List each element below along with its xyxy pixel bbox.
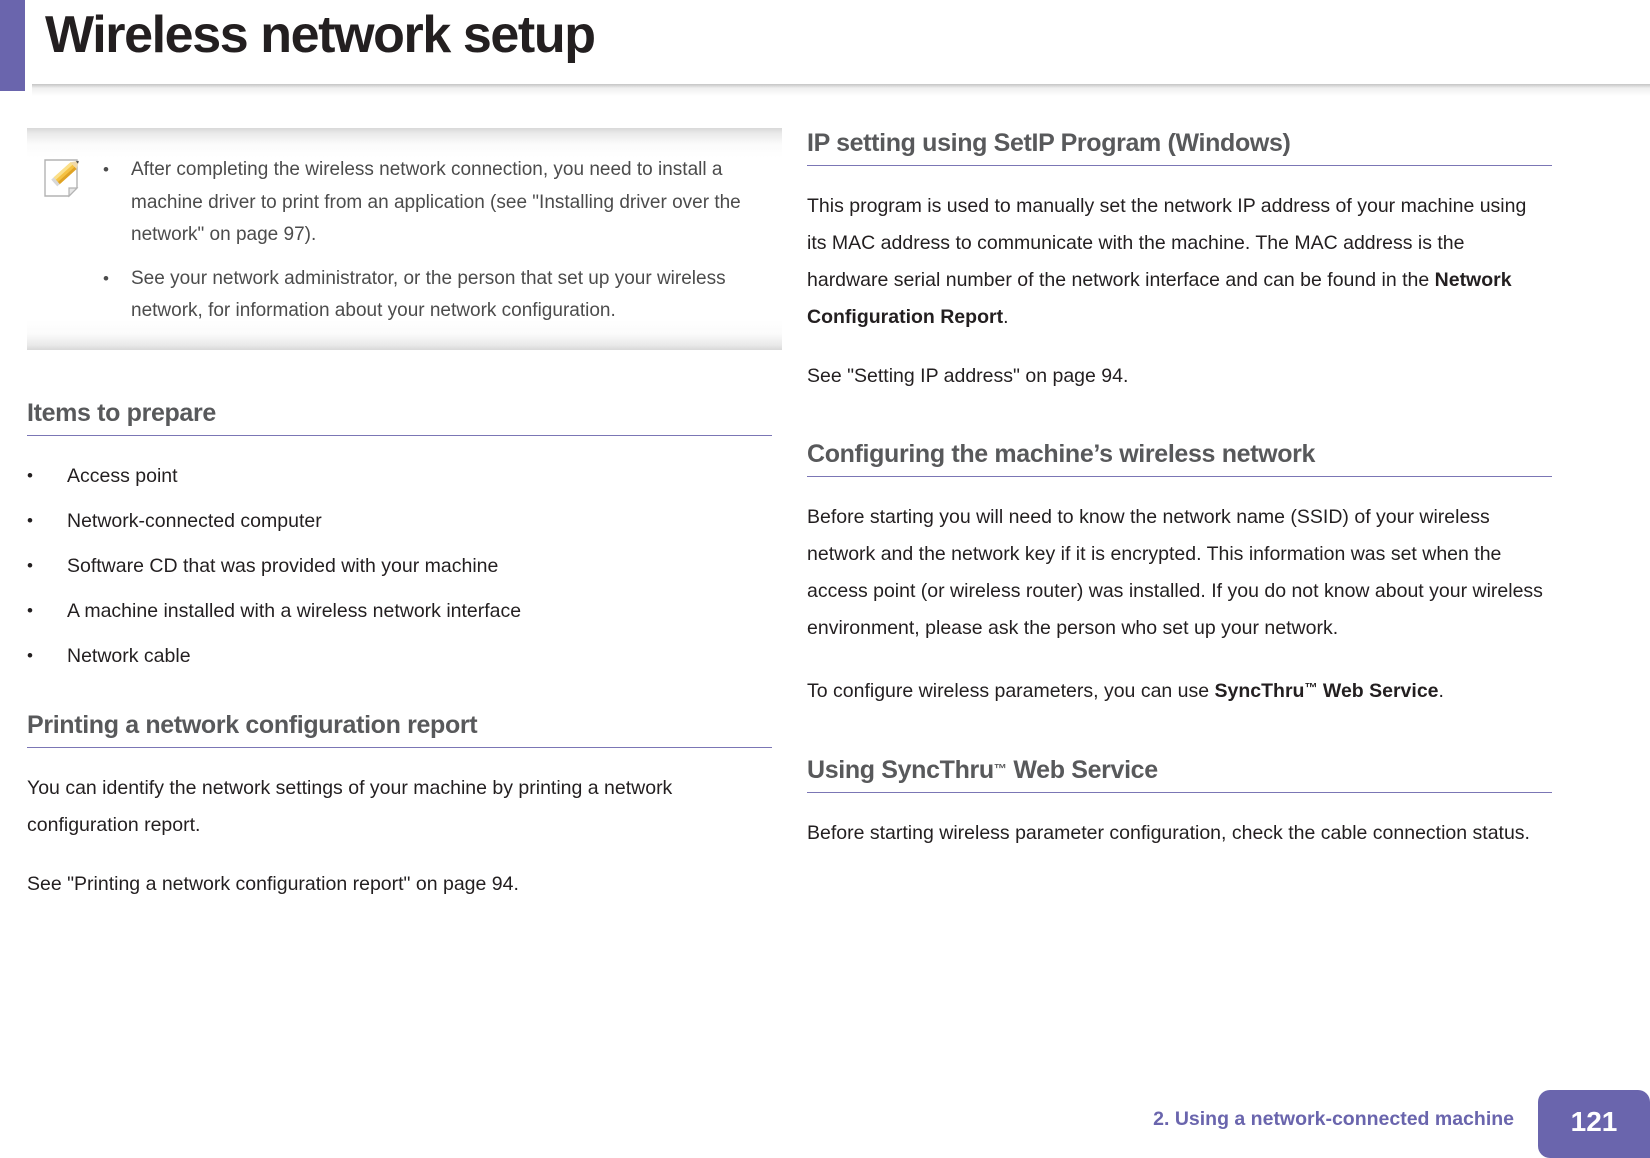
note-list-item: • See your network administrator, or the… [103,263,768,328]
section-divider [27,434,772,436]
section-heading: Printing a network configuration report [27,710,478,739]
section-divider [807,476,1552,477]
paragraph: To configure wireless parameters, you ca… [807,669,1547,710]
page-number-badge: 121 [1538,1090,1650,1158]
note-list-item: • After completing the wireless network … [103,154,768,252]
note-icon-cell [27,154,103,200]
section-items-to-prepare: Items to prepare • Access point • Networ… [27,398,772,670]
note-pencil-icon [44,159,79,198]
items-to-prepare-list: • Access point • Network-connected compu… [27,462,772,670]
list-item: • Software CD that was provided with you… [27,552,772,580]
list-item-label: A machine installed with a wireless netw… [67,599,522,622]
trademark-icon: ™ [993,761,1007,776]
list-item: • Network-connected computer [27,507,772,535]
paragraph-text: To configure wireless parameters, you ca… [807,680,1215,702]
bullet-icon: • [27,645,33,665]
footer-chapter-label: 2. Using a network-connected machine [1153,1108,1514,1130]
list-item-label: Network cable [67,644,191,667]
section-heading: IP setting using SetIP Program (Windows) [807,129,1291,157]
section-heading-text-suffix: Web Service [1006,756,1158,784]
product-name: SyncThru [1214,680,1305,702]
paragraph-text-tail: . [1003,306,1009,328]
bullet-icon: • [27,600,33,620]
header-divider [32,84,1650,96]
paragraph: Before starting you will need to know th… [807,506,1543,639]
section-heading: Items to prepare [27,398,216,427]
paragraph-bold-term: Network Configuration Report [807,269,1512,328]
page-header: Wireless network setup [0,0,1650,112]
product-name-suffix: Web Service [1317,680,1439,702]
list-item: • Access point [27,462,772,490]
page-footer: 2. Using a network-connected machine 121 [0,1090,1650,1158]
paragraph: You can identify the network settings of… [27,776,673,836]
left-column: • After completing the wireless network … [27,128,782,903]
note-list: • After completing the wireless network … [103,154,772,328]
section-using-syncthru-web-service: Using SyncThru™ Web Service Before start… [807,754,1552,852]
section-printing-network-config-report: Printing a network configuration report … [27,710,772,903]
list-item-label: Access point [67,464,178,487]
section-heading: Using SyncThru™ Web Service [807,754,1552,792]
note-item-text: After completing the wireless network co… [131,159,741,245]
paragraph-bold-term: SyncThru™ Web Service [1215,680,1439,702]
paragraph: This program is used to manually set the… [807,188,1547,336]
paragraph-text: This program is used to manually set the… [807,195,1527,291]
paragraph: Before starting wireless parameter confi… [807,822,1530,844]
note-item-text: See your network administrator, or the p… [131,267,726,322]
cross-reference: See "Printing a network configuration re… [27,872,519,895]
right-column: IP setting using SetIP Program (Windows)… [807,128,1552,852]
header-accent-bar [0,0,25,91]
list-item: • A machine installed with a wireless ne… [27,597,772,625]
section-divider [27,746,772,748]
section-configuring-wireless-network: Configuring the machine’s wireless netwo… [807,439,1552,710]
list-item-label: Network-connected computer [67,509,322,532]
bullet-icon: • [27,465,33,485]
bullet-icon: • [27,510,33,530]
bullet-icon: • [27,555,33,575]
section-ip-setting-setip: IP setting using SetIP Program (Windows)… [807,128,1552,395]
section-heading-text: Using SyncThru [807,756,994,784]
bullet-icon: • [103,268,109,288]
bullet-icon: • [103,160,109,179]
list-item: • Network cable [27,642,772,670]
section-divider [807,792,1552,793]
list-item-label: Software CD that was provided with your … [67,554,499,577]
note-box: • After completing the wireless network … [27,128,782,350]
section-divider [807,165,1552,166]
paragraph-text-tail: . [1438,680,1444,702]
page-title: Wireless network setup [45,6,596,64]
cross-reference: See "Setting IP address" on page 94. [807,365,1129,387]
section-heading: Configuring the machine’s wireless netwo… [807,440,1316,468]
trademark-icon: ™ [1304,680,1318,695]
